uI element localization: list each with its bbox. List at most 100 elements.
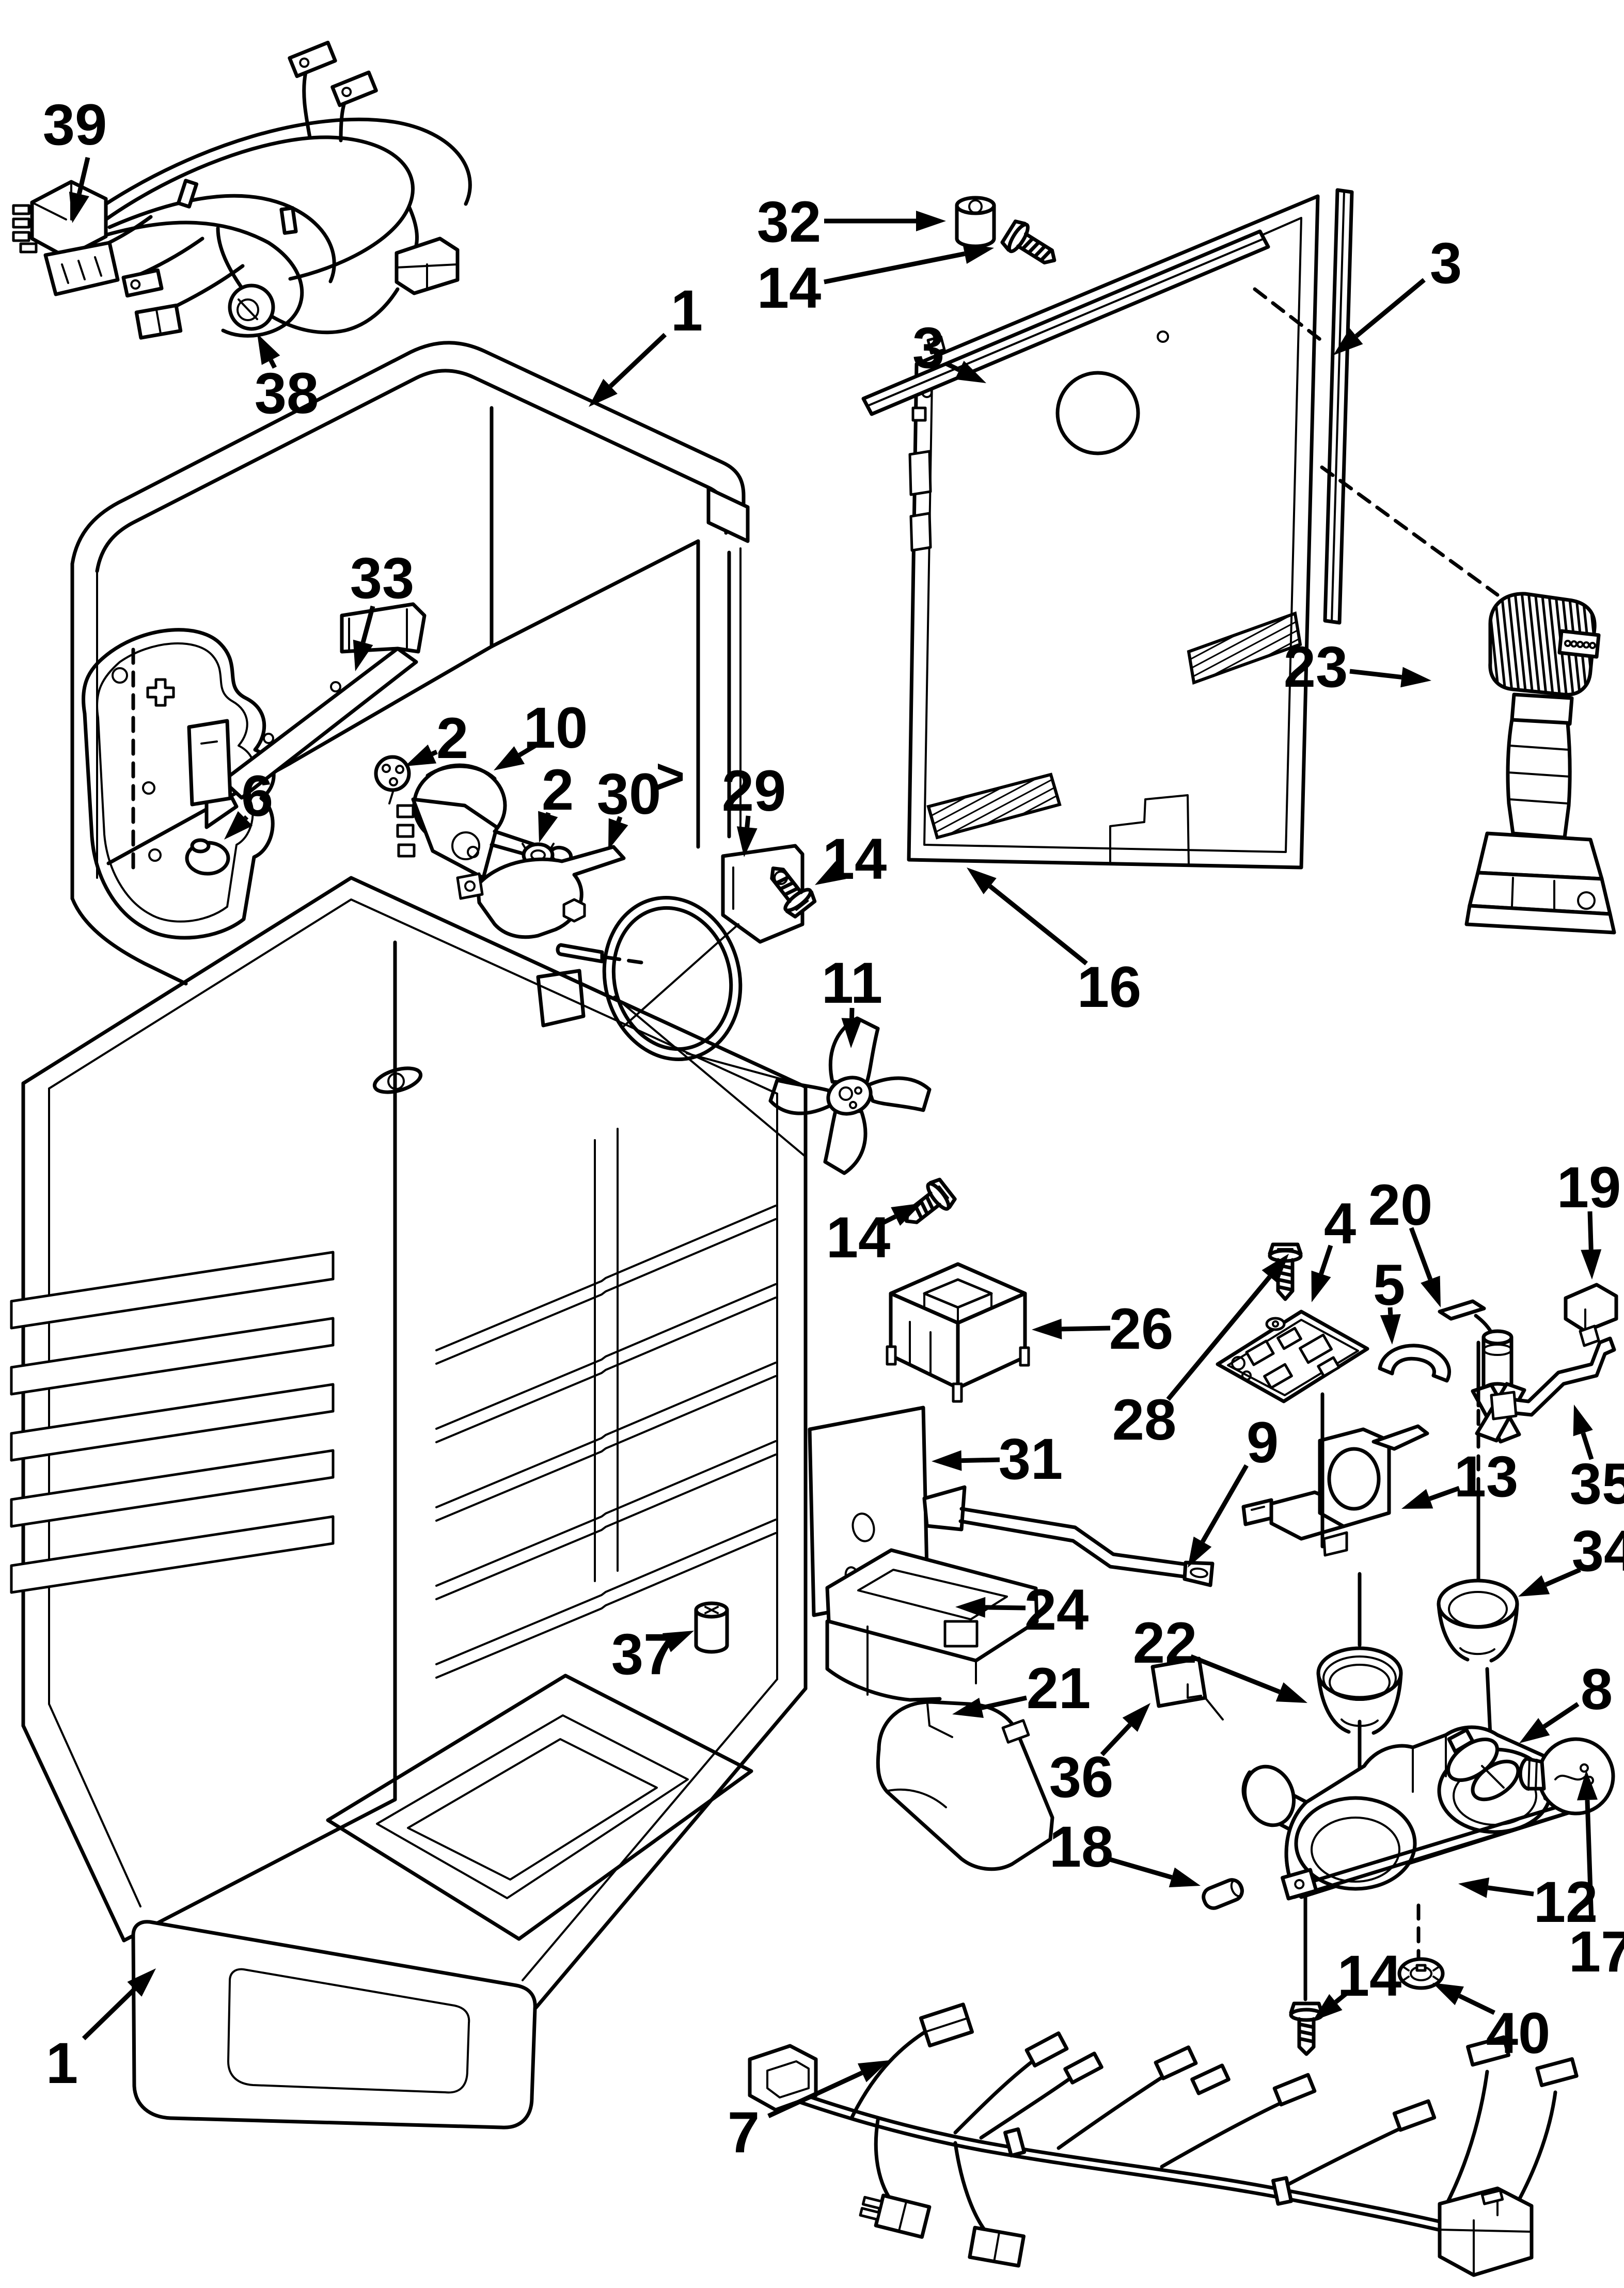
callout-number: 2 [436, 706, 468, 770]
callout-number: 2 [542, 758, 574, 822]
callout-leader-line [1388, 1307, 1393, 1315]
callout-arrowhead [353, 639, 373, 671]
callout-34: 34 [1518, 1519, 1624, 1597]
callout-3: 3 [1333, 231, 1462, 355]
wire-harness-7 [748, 2002, 1579, 2277]
grommet-32 [955, 196, 996, 248]
vent-slats [10, 1251, 335, 1594]
callout-leader-line [745, 815, 751, 828]
callout-arrowhead [224, 811, 253, 840]
callout-36: 36 [1049, 1703, 1150, 1809]
actuator-20 [1438, 1299, 1526, 1444]
callout-35: 35 [1570, 1405, 1624, 1516]
callout-leader-line [243, 815, 249, 820]
callout-arrowhead [1380, 1314, 1401, 1345]
callout-leader-line [767, 2071, 863, 2119]
thermostat-23 [1464, 592, 1616, 935]
callout-leader-line [1544, 1567, 1581, 1587]
callout-number: 10 [524, 696, 588, 760]
callout-number: 36 [1049, 1745, 1114, 1809]
callout-31: 31 [932, 1427, 1063, 1491]
connector-39-plug [12, 180, 108, 259]
callout-leader-line [269, 359, 277, 369]
screw-14b [770, 866, 817, 919]
assembly-line-trim [1253, 287, 1324, 343]
callout-number: 31 [999, 1427, 1063, 1491]
callout-arrowhead [1188, 1536, 1212, 1568]
chevron-mark: > [656, 749, 685, 804]
callout-arrowhead [1401, 1489, 1433, 1509]
callout-leader-line [985, 1605, 1026, 1611]
harness7-plug2 [859, 2194, 932, 2239]
callout-arrowhead [538, 811, 558, 843]
callout-number: 14 [826, 1205, 891, 1270]
callout-number: 35 [1570, 1451, 1624, 1516]
callout-arrowhead [257, 334, 280, 365]
callout-number: 29 [722, 759, 786, 823]
callout-leader-line [1107, 1856, 1173, 1880]
nut-40 [1397, 1957, 1445, 1990]
callout-leader-line [824, 251, 966, 285]
shelf-ledges [435, 1205, 777, 1679]
callout-26: 26 [1032, 1297, 1173, 1361]
callout-number: 19 [1557, 1155, 1621, 1220]
callout-arrowhead [1421, 1275, 1441, 1307]
bracket-33 [187, 602, 427, 829]
callout-14: 14 [826, 1203, 922, 1270]
callout-16: 16 [967, 867, 1141, 1019]
callout-24: 24 [955, 1577, 1089, 1642]
damper-26 [886, 1262, 1030, 1403]
callout-arrowhead [736, 826, 758, 857]
callout-number: 34 [1572, 1519, 1624, 1583]
callout-leader-line [1349, 669, 1402, 680]
callout-number: 16 [1077, 955, 1142, 1019]
callout-arrowhead [1122, 1703, 1150, 1732]
terminal-flag-top [288, 40, 337, 78]
callout-arrowhead [1169, 1867, 1201, 1888]
callout-arrowhead [1581, 1249, 1602, 1280]
trim-3-right [1323, 188, 1354, 625]
fan-blade-11 [768, 1016, 932, 1175]
harness7-relay [919, 2002, 974, 2048]
callout-leader-line [1100, 1723, 1132, 1757]
cup-22 [1316, 1646, 1403, 1735]
cable-tie [279, 206, 298, 235]
callout-leader-line [1166, 1275, 1272, 1401]
callout-arrowhead [608, 818, 628, 850]
callout-arrowhead [916, 211, 946, 231]
callout-number: 1 [671, 278, 703, 343]
callout-leader-line [609, 333, 667, 388]
callout-38: 38 [255, 334, 319, 425]
callout-18: 18 [1049, 1814, 1201, 1888]
callout-number: 22 [1133, 1611, 1197, 1675]
callout-23: 23 [1284, 635, 1431, 699]
callout-arrowhead [1576, 1770, 1598, 1801]
callout-leader-line [981, 1695, 1027, 1710]
callout-leader-line [1487, 1885, 1534, 1897]
callout-number: 12 [1534, 1870, 1598, 1934]
callout-number: 7 [728, 2100, 760, 2165]
callout-29: 29 [722, 759, 786, 857]
panel-hatch-band-left [926, 772, 1062, 840]
callout-leader-line [1587, 1211, 1594, 1250]
cable-tie [176, 179, 199, 209]
cover-21 [876, 1700, 1054, 1871]
callout-arrowhead [69, 191, 89, 223]
tray-12 [1241, 1725, 1575, 1901]
floor-recess [326, 1674, 753, 1941]
callout-leader-line [1061, 1326, 1111, 1332]
tray-mount-tab-left [1281, 1868, 1318, 1901]
callout-leader-line [1190, 1654, 1281, 1694]
callout-leader-line [1458, 1994, 1495, 2015]
callout-arrowhead [1432, 1983, 1464, 2006]
callout-number: 1 [46, 2031, 78, 2095]
callout-17: 17 [1569, 1770, 1624, 1984]
callout-37: 37 [611, 1622, 694, 1686]
callout-arrowhead [494, 746, 525, 770]
callout-9: 9 [1188, 1410, 1279, 1568]
callout-leader-line [1429, 1486, 1460, 1501]
callout-arrowhead [963, 243, 994, 264]
back-panel-16 [907, 194, 1320, 870]
callout-arrowhead [967, 867, 997, 894]
